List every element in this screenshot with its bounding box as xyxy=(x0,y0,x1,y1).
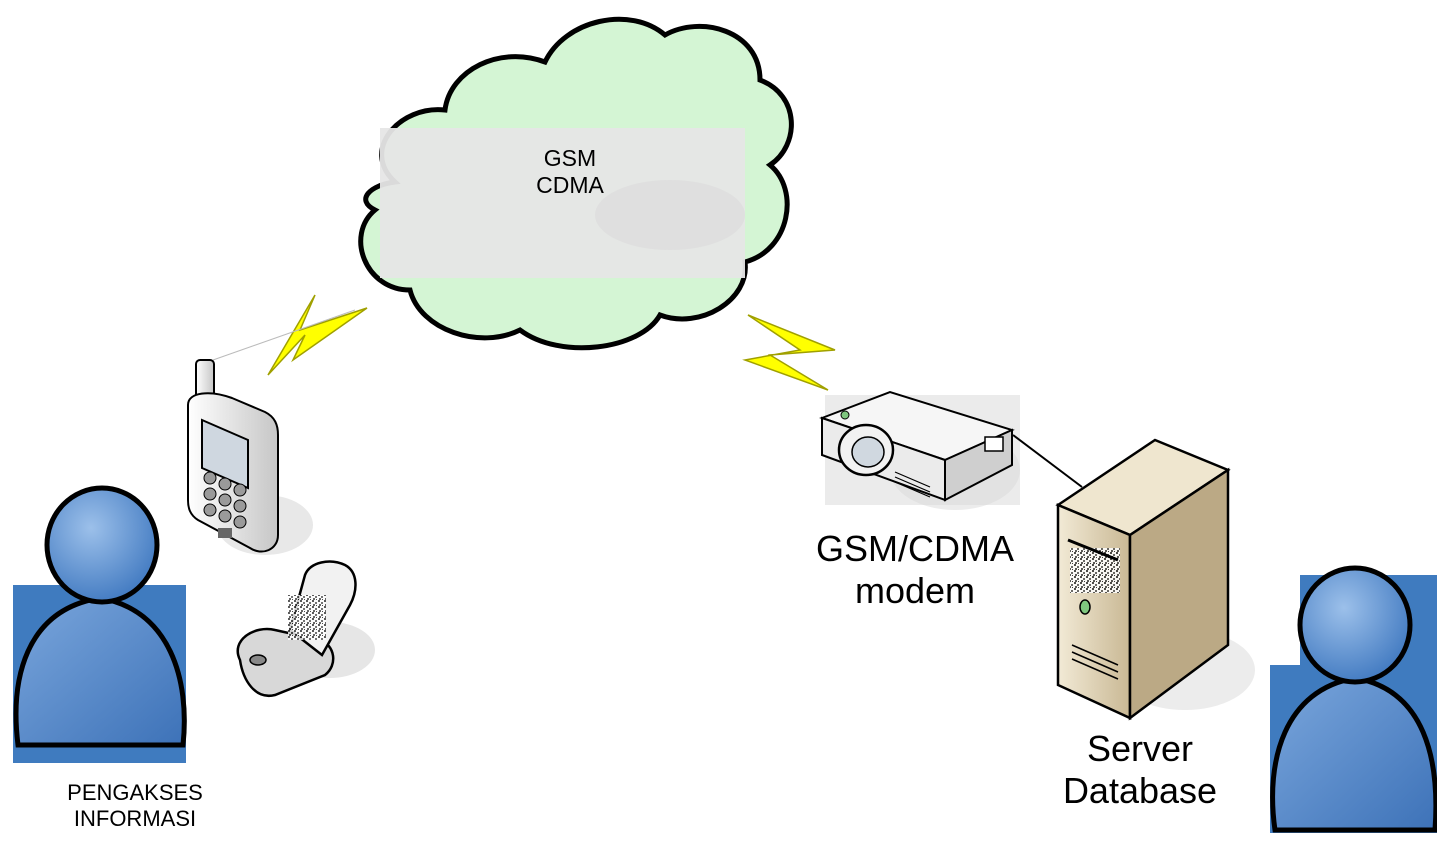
cloud-label-line2: CDMA xyxy=(536,172,604,199)
server-label: Server Database xyxy=(1040,728,1240,813)
server-label-line1: Server xyxy=(1086,728,1194,769)
server-icon xyxy=(1055,438,1255,721)
flip-phone-icon xyxy=(236,560,375,698)
modem-label-line1: GSM/CDMA xyxy=(816,528,1014,569)
user-label: PENGAKSES INFORMASI xyxy=(20,780,250,832)
lightning-icon xyxy=(742,314,836,391)
modem-icon xyxy=(819,390,1020,510)
server-label-line2: Database xyxy=(1062,770,1218,812)
user-label-line1: PENGAKSES xyxy=(67,780,203,805)
modem-label-line2: modem xyxy=(854,570,976,612)
cloud-icon xyxy=(358,16,794,351)
cloud-label-line1: GSM xyxy=(543,145,597,171)
lightning-icon xyxy=(212,294,368,376)
cloud-label: GSM CDMA xyxy=(490,145,650,199)
user-label-line2: INFORMASI xyxy=(73,805,197,831)
connection-line xyxy=(1012,434,1083,488)
mobile-phone-icon xyxy=(187,359,313,555)
person-icon xyxy=(13,485,187,763)
person-icon xyxy=(1270,565,1437,833)
modem-label: GSM/CDMA modem xyxy=(790,528,1040,613)
